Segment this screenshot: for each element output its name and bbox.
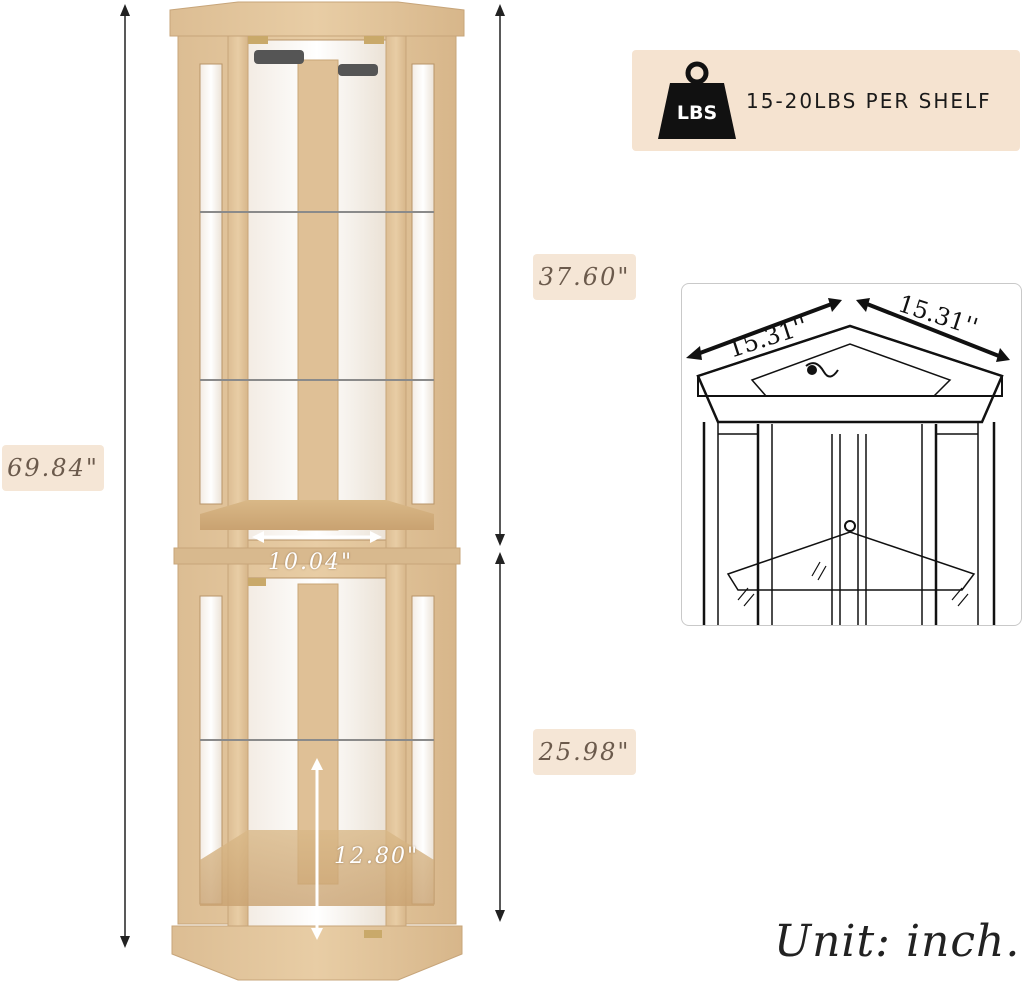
weight-capacity-badge: LBS 15-20LBS PER SHELF bbox=[632, 50, 1020, 151]
lower-height-label: 25.98" bbox=[533, 729, 636, 775]
weight-icon: LBS bbox=[658, 61, 736, 139]
total-height-arrow bbox=[120, 4, 130, 948]
weight-capacity-text: 15-20LBS PER SHELF bbox=[746, 88, 992, 113]
total-height-label: 69.84" bbox=[2, 445, 104, 491]
corner-cabinet-image bbox=[169, 1, 465, 981]
shelf-gap-label: 12.80" bbox=[334, 844, 420, 869]
upper-height-label: 37.60" bbox=[533, 254, 636, 300]
unit-note: Unit: inch. bbox=[774, 916, 1021, 967]
top-view-drawing: 15.31'' 15.31'' bbox=[686, 289, 1010, 625]
top-view-detail: 15.31'' 15.31'' bbox=[681, 283, 1022, 626]
weight-icon-label: LBS bbox=[677, 102, 717, 124]
inner-width-label: 10.04" bbox=[268, 550, 354, 575]
section-height-arrows bbox=[495, 4, 505, 922]
